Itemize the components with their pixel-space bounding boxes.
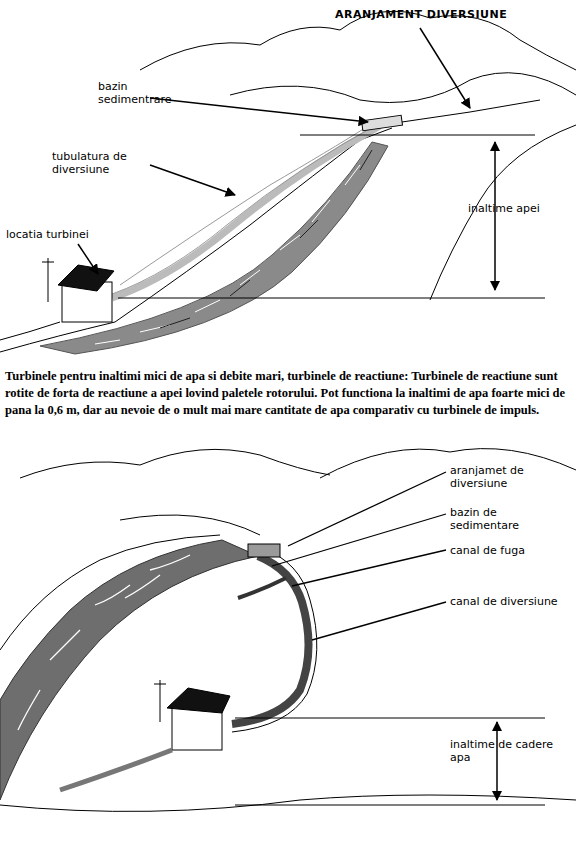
part-label: locatia turbinei — [6, 228, 126, 241]
tailrace — [60, 750, 172, 790]
part-label: bazin de sedimentare — [450, 506, 560, 532]
hillside — [430, 125, 576, 300]
leader-arrow — [78, 244, 98, 274]
riverbank — [0, 535, 220, 650]
house-roof — [167, 688, 230, 713]
leader-arrow — [150, 98, 368, 122]
leader-line — [272, 514, 446, 566]
diversion-canal-edge — [232, 548, 317, 732]
diversion-canal — [232, 556, 309, 724]
level-line — [235, 718, 545, 719]
part-label: tubulatura de diversiune — [52, 150, 150, 176]
part-label: bazin sedimentrare — [98, 80, 180, 106]
height-arrow — [494, 142, 496, 290]
stream — [40, 142, 388, 354]
part-label: canal de fuga — [450, 544, 570, 557]
stream-ripples — [160, 150, 372, 328]
level-line — [118, 298, 545, 299]
river-ripples — [8, 555, 190, 790]
hillside — [120, 515, 260, 535]
pole — [48, 258, 49, 302]
bottom-scene — [0, 449, 576, 812]
stream-ripples — [95, 165, 360, 344]
river — [0, 540, 258, 800]
dimension-label: inaltime de cadere apa — [450, 738, 574, 764]
mountain-ridge — [320, 449, 576, 478]
top-scene — [0, 11, 576, 354]
mountain-ridge — [230, 73, 576, 103]
leader-line — [312, 602, 446, 640]
pole — [42, 262, 54, 263]
pole — [154, 684, 166, 685]
height-arrow — [496, 722, 498, 800]
level-line — [300, 135, 535, 136]
dimension-label: inaltime apei — [468, 202, 568, 215]
sediment-basin — [361, 115, 402, 130]
diversion-channel — [402, 100, 540, 122]
spillway — [238, 578, 286, 598]
house-roof — [58, 265, 114, 291]
level-line — [235, 805, 545, 806]
leader-arrow — [420, 28, 470, 108]
leader-line — [292, 550, 446, 586]
pole — [160, 680, 161, 722]
part-label: aranjamet de diversiune — [450, 464, 560, 490]
sediment-basin — [248, 544, 280, 557]
ground-line — [0, 795, 576, 811]
mountain-ridge — [20, 449, 330, 478]
leader-line — [288, 472, 446, 546]
note-text: Turbinele pentru inaltimi mici de apa si… — [5, 368, 573, 419]
leader-arrow — [150, 165, 235, 195]
part-label: canal de diversiune — [450, 595, 570, 608]
ground-line — [0, 322, 60, 340]
part-label: ARANJAMENT DIVERSIUNE — [335, 8, 575, 21]
